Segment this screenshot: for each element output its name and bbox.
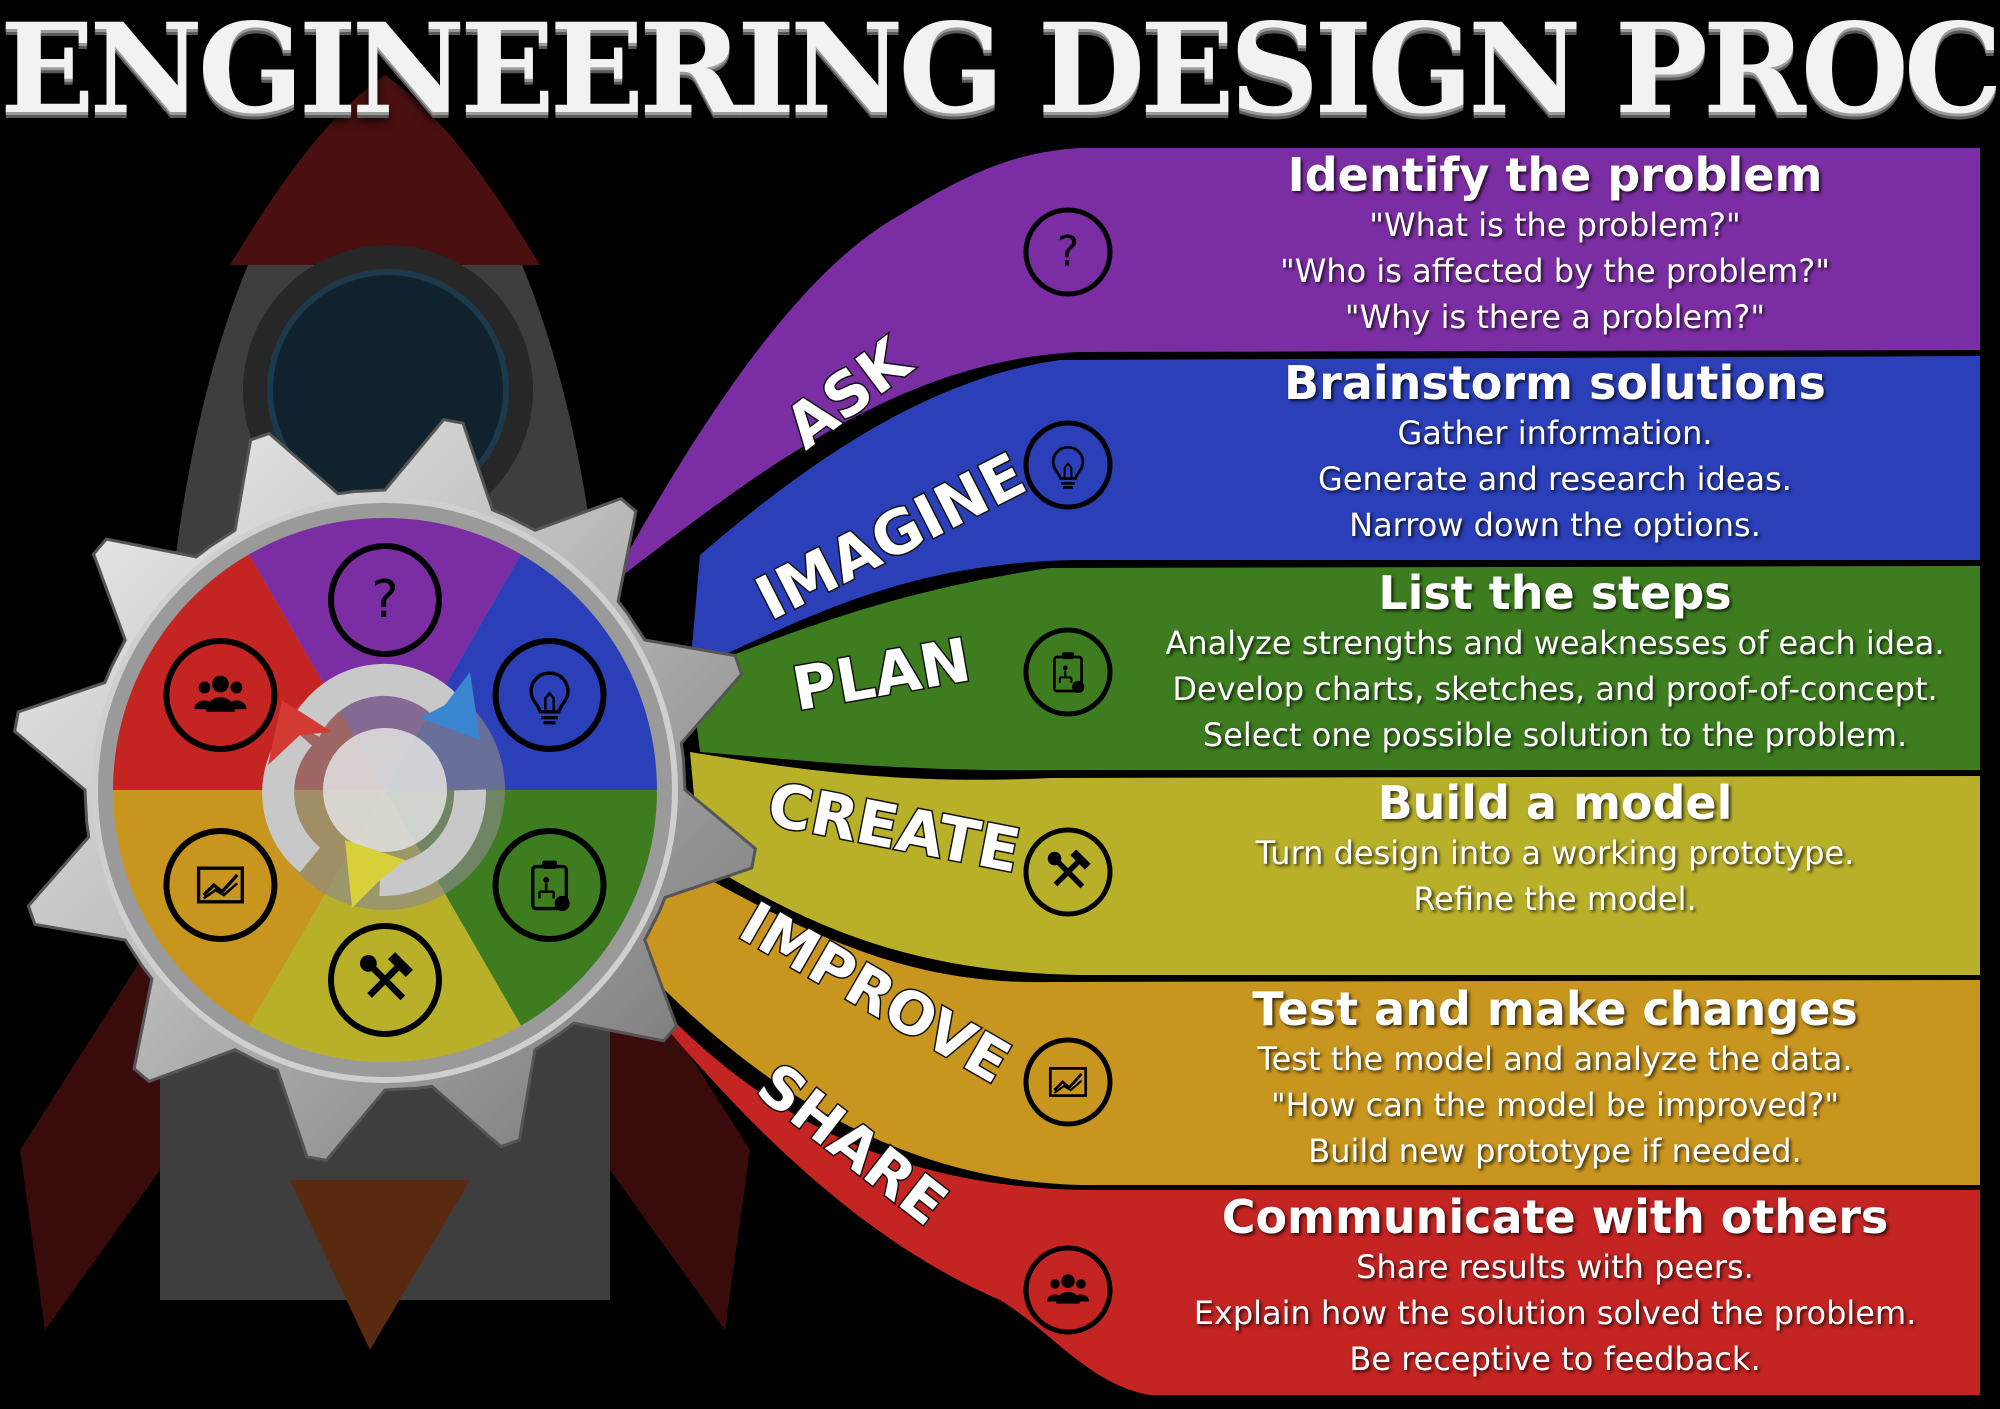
step-line: Refine the model. [1413,880,1697,918]
clipboard-icon-wheel [492,828,607,942]
people-icon-wheel [163,638,278,752]
step-heading: Communicate with others [1221,1190,1889,1244]
step-line: Explain how the solution solved the prob… [1193,1294,1917,1332]
people-icon [1023,1245,1113,1335]
step-heading: Build a model [1377,776,1733,830]
clipboard-icon [1023,627,1113,717]
step-block-ask: Identify the problem "What is the problem… [1130,148,1980,340]
question-icon-wheel [328,543,442,657]
step-line: Select one possible solution to the prob… [1202,716,1908,754]
question-icon [1023,207,1113,297]
step-line: "Why is there a problem?" [1344,298,1766,336]
ribbon-improve [640,855,1980,1185]
ribbon-plan [690,566,1980,771]
step-line: Gather information. [1397,414,1713,452]
step-line: Be receptive to feedback. [1349,1340,1761,1378]
step-line: Develop charts, sketches, and proof-of-c… [1172,670,1938,708]
ribbon-ask [610,148,1980,585]
ribbon-share [635,985,1980,1395]
lightbulb-icon-wheel [492,638,607,752]
step-icons [1023,207,1113,1335]
step-line: Turn design into a working prototype. [1255,834,1855,872]
step-heading: Brainstorm solutions [1284,356,1826,410]
step-heading: List the steps [1378,566,1732,620]
step-line: Share results with peers. [1356,1248,1754,1286]
step-heading: Identify the problem [1287,148,1823,202]
step-line: Analyze strengths and weaknesses of each… [1165,624,1945,662]
step-line: Build new prototype if needed. [1308,1132,1802,1170]
step-line: Test the model and analyze the data. [1257,1040,1853,1078]
chart-icon-wheel [163,828,278,942]
step-line: Generate and research ideas. [1318,460,1792,498]
step-line: "How can the model be improved?" [1270,1086,1840,1124]
tools-icon-wheel [328,923,442,1037]
step-heading: Test and make changes [1252,982,1858,1036]
lightbulb-icon [1023,420,1113,510]
step-ribbons [610,148,1980,1395]
chart-icon [1023,1037,1113,1127]
process-wheel [112,517,657,1063]
cycle-arrows-icon [262,663,487,908]
step-line: "Who is affected by the problem?" [1280,252,1830,290]
ribbon-create [690,752,1980,975]
tools-icon [1023,827,1113,917]
step-line: Narrow down the options. [1349,506,1761,544]
page-title: ENGINEERING DESIGN PROCESS [0,0,2000,142]
ribbon-imagine [690,356,1980,670]
step-line: "What is the problem?" [1369,206,1741,244]
